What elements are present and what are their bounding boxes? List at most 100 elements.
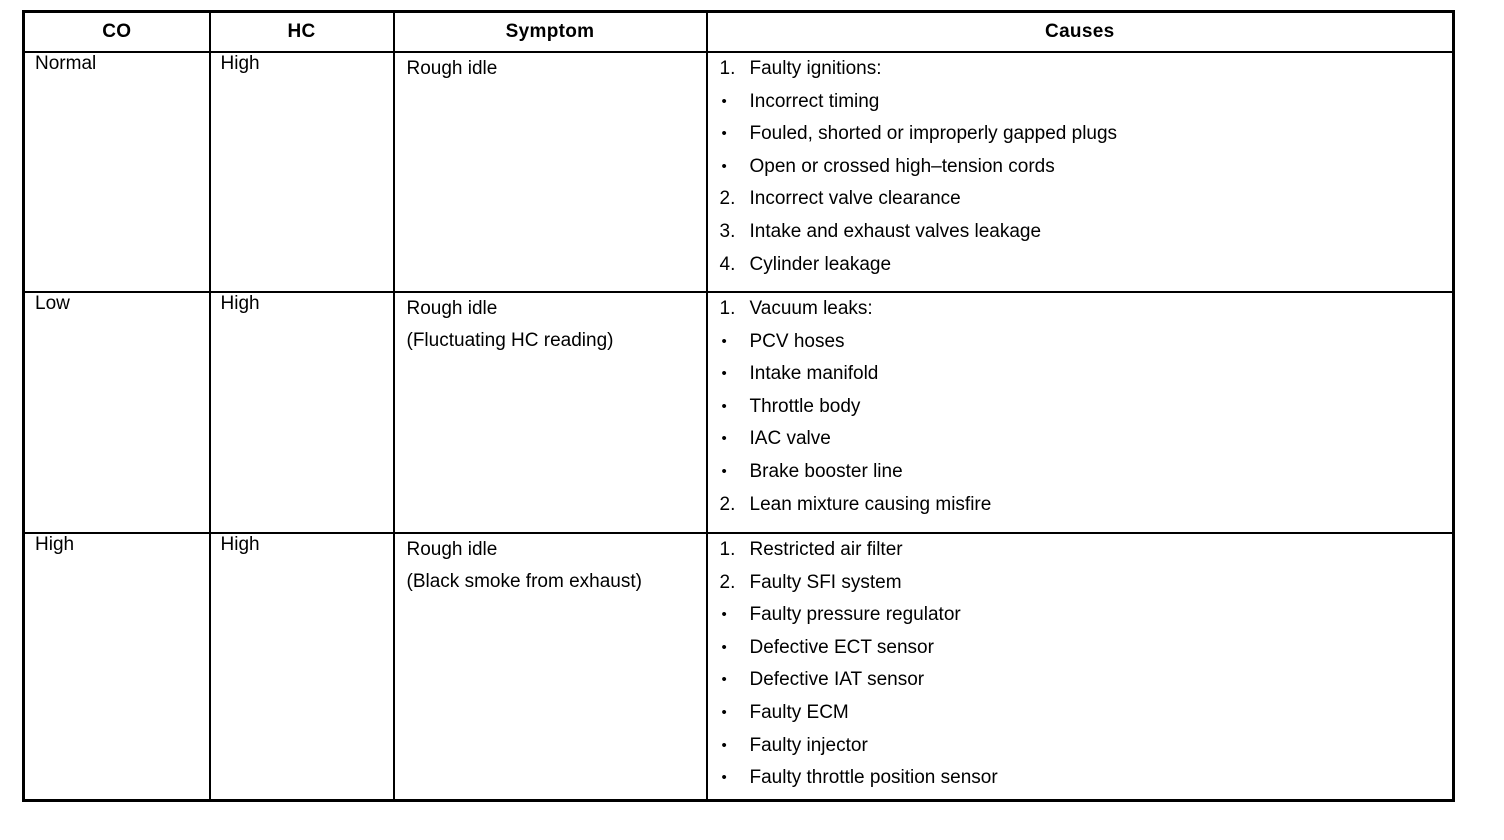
cause-item: • Faulty throttle position sensor (720, 762, 1447, 795)
cause-item: • Faulty injector (720, 730, 1447, 763)
symptom-primary: Rough idle (406, 298, 498, 319)
cause-text: Intake manifold (749, 363, 879, 385)
cause-item: • PCV hoses (720, 326, 1447, 359)
cause-text: Faulty ignitions: (749, 58, 882, 79)
bullet-icon: • (721, 397, 727, 415)
cause-text: Defective ECT sensor (749, 636, 934, 658)
table-header-row: CO HC Symptom Causes (22, 10, 1455, 53)
cause-text: Lean mixture causing misfire (749, 493, 992, 515)
hc-value: High (220, 53, 260, 74)
cause-text: Faulty SFI system (749, 571, 902, 593)
cell-symptom: Rough idle (Black smoke from exhaust) (392, 532, 708, 801)
cause-item: 3. Intake and exhaust valves leakage (720, 216, 1447, 249)
bullet-icon: • (721, 365, 727, 383)
cause-text: Restricted air filter (749, 539, 903, 560)
cause-text: Fouled, shorted or improperly gapped plu… (749, 123, 1118, 145)
co-value: Normal (35, 53, 97, 74)
cause-text: Faulty throttle position sensor (749, 767, 998, 789)
symptom-secondary: (Fluctuating HC reading) (406, 330, 614, 351)
bullet-icon: • (721, 736, 727, 754)
table-row: Normal High Rough idle 1. Faulty ignition… (22, 51, 1455, 293)
column-header-hc: HC (208, 10, 395, 53)
hc-value: High (220, 534, 260, 555)
cause-item: • Incorrect timing (720, 86, 1447, 119)
column-header-symptom: Symptom (392, 10, 708, 53)
list-number: 1. (719, 539, 736, 560)
cause-text: Open or crossed high–tension cords (749, 155, 1055, 177)
cause-item: 1. Restricted air filter (720, 534, 1447, 567)
cause-item: • Defective ECT sensor (720, 632, 1447, 665)
cell-co: Low (22, 291, 211, 534)
list-number: 4. (719, 253, 736, 275)
symptom-secondary: (Black smoke from exhaust) (406, 571, 642, 592)
cause-item: • IAC valve (720, 423, 1447, 456)
cause-item: • Throttle body (720, 391, 1447, 424)
list-number: 2. (719, 493, 736, 515)
cause-item: 2. Lean mixture causing misfire (720, 489, 1447, 522)
cause-item: 1. Vacuum leaks: (720, 293, 1447, 326)
bullet-icon: • (721, 125, 727, 143)
causes-list: 1. Restricted air filter 2. Faulty SFI syst… (708, 534, 1453, 795)
cause-text: Intake and exhaust valves leakage (749, 220, 1042, 242)
list-number: 1. (719, 58, 736, 79)
bullet-icon: • (721, 157, 727, 175)
cell-causes: 1. Vacuum leaks: • PCV hoses • Intake manifol… (705, 291, 1455, 534)
cause-text: Faulty injector (749, 734, 868, 756)
cause-text: Throttle body (749, 395, 861, 417)
cause-item: 2.Incorrect valve clearance (720, 183, 1447, 216)
cell-hc: High (208, 291, 395, 534)
column-header-causes: Causes (705, 10, 1455, 53)
cause-item: • Faulty ECM (720, 697, 1447, 730)
diagnostic-table-wrapper: CO HC Symptom Causes Normal High Rough i… (22, 10, 1455, 802)
cell-hc: High (208, 51, 395, 293)
cause-item: • Fouled, shorted or improperly gapped pl… (720, 118, 1447, 151)
bullet-icon: • (721, 671, 727, 689)
bullet-icon: • (721, 332, 727, 350)
cause-text: Incorrect valve clearance (749, 188, 961, 210)
cause-text: Vacuum leaks: (749, 298, 873, 319)
cell-symptom: Rough idle (392, 51, 708, 293)
cause-text: Incorrect timing (749, 90, 880, 112)
cell-symptom: Rough idle (Fluctuating HC reading) (392, 291, 708, 534)
table-row: High High Rough idle (Black smoke from e… (22, 532, 1455, 801)
cause-item: 4. Cylinder leakage (720, 249, 1447, 282)
table-row: Low High Rough idle (Fluctuating HC read… (22, 291, 1455, 534)
symptom-primary: Rough idle (406, 58, 498, 79)
cause-item: 1. Faulty ignitions: (720, 53, 1447, 86)
cause-item: 2. Faulty SFI system (720, 567, 1447, 600)
list-number: 1. (719, 298, 736, 319)
symptom-primary: Rough idle (406, 539, 498, 560)
cause-text: PCV hoses (749, 330, 845, 352)
table-body: Normal High Rough idle 1. Faulty ignition… (22, 51, 1455, 801)
bullet-icon: • (721, 430, 727, 448)
table-header: CO HC Symptom Causes (22, 10, 1455, 53)
causes-list: 1. Faulty ignitions: • Incorrect timing • Fou… (708, 53, 1453, 281)
bullet-icon: • (721, 606, 727, 624)
bullet-icon: • (721, 703, 727, 721)
cell-causes: 1. Faulty ignitions: • Incorrect timing • Fou… (705, 51, 1455, 293)
diagnostic-table: CO HC Symptom Causes Normal High Rough i… (22, 10, 1455, 802)
cause-item: • Open or crossed high–tension cords (720, 151, 1447, 184)
cause-item: • Brake booster line (720, 456, 1447, 489)
cause-text: Brake booster line (749, 460, 903, 482)
cell-hc: High (208, 532, 395, 801)
cause-item: • Defective IAT sensor (720, 664, 1447, 697)
co-value: Low (35, 293, 70, 314)
bullet-icon: • (721, 462, 727, 480)
list-number: 3. (719, 220, 736, 242)
bullet-icon: • (721, 92, 727, 110)
cause-text: Defective IAT sensor (749, 669, 925, 691)
causes-list: 1. Vacuum leaks: • PCV hoses • Intake manifol… (708, 293, 1453, 521)
cause-text: Cylinder leakage (749, 253, 892, 275)
cell-causes: 1. Restricted air filter 2. Faulty SFI syst… (705, 532, 1455, 801)
cell-co: Normal (22, 51, 211, 293)
bullet-icon: • (721, 638, 727, 656)
bullet-icon: • (721, 769, 727, 787)
cause-item: •Faulty pressure regulator (720, 599, 1447, 632)
cause-text: Faulty ECM (749, 701, 849, 723)
co-value: High (35, 534, 75, 555)
cause-item: • Intake manifold (720, 358, 1447, 391)
cause-text: IAC valve (749, 428, 831, 450)
list-number: 2. (719, 571, 736, 593)
